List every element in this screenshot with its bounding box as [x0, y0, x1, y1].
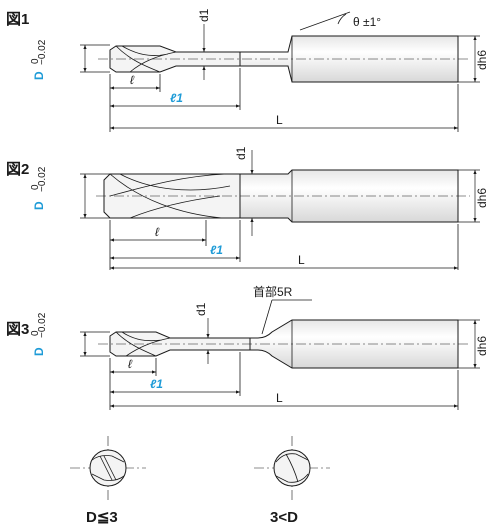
shank-label: dh6: [475, 50, 489, 70]
flute-curve: [115, 45, 177, 73]
figure-label: 図3: [6, 321, 29, 338]
diameter-label: D: [32, 347, 46, 356]
neck-note-leader: [261, 299, 273, 335]
tolerance-upper: 0: [30, 58, 41, 64]
cutting-edge: [91, 455, 125, 481]
tolerance-upper: 0: [30, 184, 41, 190]
end-section-large: 3<D: [254, 436, 330, 526]
taper-leader: [299, 11, 351, 31]
total-length-label: L: [276, 113, 283, 127]
figure-1: 図1 0 −0.02 D d1 θ ±1° dh6: [6, 8, 489, 132]
tolerance-upper: 0: [30, 330, 41, 336]
tolerance-lower: −0.02: [37, 39, 48, 65]
flute-length-label: ℓ: [155, 225, 160, 239]
neck-diameter-label: d1: [234, 146, 248, 160]
neck-length-label: ℓ1: [150, 377, 163, 391]
tolerance-lower: −0.02: [37, 166, 48, 192]
cutting-edge: [275, 453, 309, 483]
section-caption: 3<D: [270, 509, 298, 526]
figure-label: 図1: [6, 11, 29, 28]
angle-arc: [337, 13, 347, 25]
figure-label: 図2: [6, 161, 29, 178]
section-caption: D≦3: [86, 509, 118, 526]
flute-length-label: ℓ: [130, 73, 135, 87]
diameter-label: D: [32, 201, 46, 210]
neck-diameter-label: d1: [194, 302, 208, 316]
shank-label: dh6: [475, 336, 489, 356]
taper-note: θ ±1°: [353, 15, 381, 29]
figure-2: 図2 0 −0.02 D d1 dh6 ℓ ℓ1 L: [6, 146, 489, 270]
neck-length-label: ℓ1: [170, 91, 183, 105]
end-section-circle: [89, 449, 127, 487]
total-length-label: L: [298, 253, 305, 267]
neck-note: 首部5R: [253, 284, 293, 299]
end-section-small: D≦3: [70, 436, 146, 526]
figure-3: 図3 0 −0.02 D d1 首部5R dh6 ℓ ℓ1 L: [6, 284, 489, 410]
diameter-label: D: [32, 71, 46, 80]
tolerance-lower: −0.02: [37, 312, 48, 338]
shank-label: dh6: [475, 188, 489, 208]
neck-diameter-label: d1: [197, 8, 211, 22]
flute-length-label: ℓ: [128, 357, 133, 371]
end-section-circle: [273, 449, 311, 487]
flute-curve: [109, 173, 231, 219]
neck-length-label: ℓ1: [210, 243, 223, 257]
total-length-label: L: [276, 391, 283, 405]
flute-curve: [115, 331, 171, 357]
